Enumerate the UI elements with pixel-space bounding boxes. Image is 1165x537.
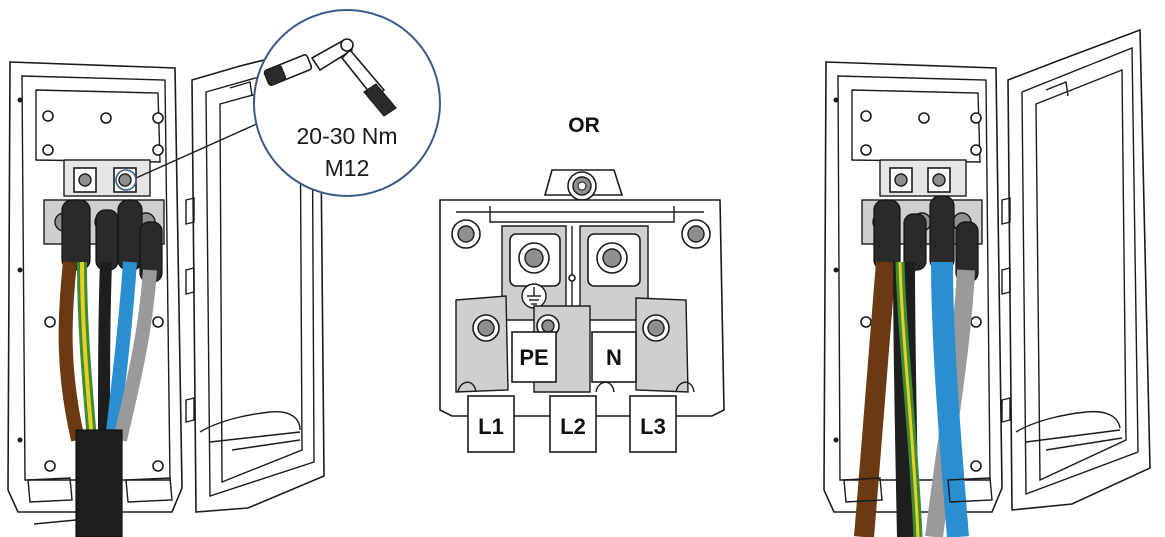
- right-door: [1007, 28, 1151, 511]
- left-main-cable: [75, 429, 123, 537]
- torque-callout: 20-30 Nm M12: [253, 9, 441, 197]
- right-unit: [823, 28, 1151, 537]
- earth-ground-icon: [521, 283, 547, 309]
- bolt-size: M12: [325, 155, 370, 181]
- callout-target-ring: [115, 169, 137, 191]
- terminal-label-n: N: [606, 345, 622, 370]
- terminal-label-l1: L1: [478, 414, 504, 439]
- or-separator: OR: [568, 114, 600, 137]
- terminal-label-l2: L2: [560, 414, 586, 439]
- torque-value: 20-30 Nm: [297, 123, 398, 149]
- terminal-block-closeup: PE N L1 L2 L3: [439, 169, 725, 453]
- terminal-label-l3: L3: [640, 414, 666, 439]
- torque-wrench-icon: [263, 38, 397, 117]
- callout-leader: [135, 117, 271, 179]
- terminal-label-pe: PE: [519, 345, 548, 370]
